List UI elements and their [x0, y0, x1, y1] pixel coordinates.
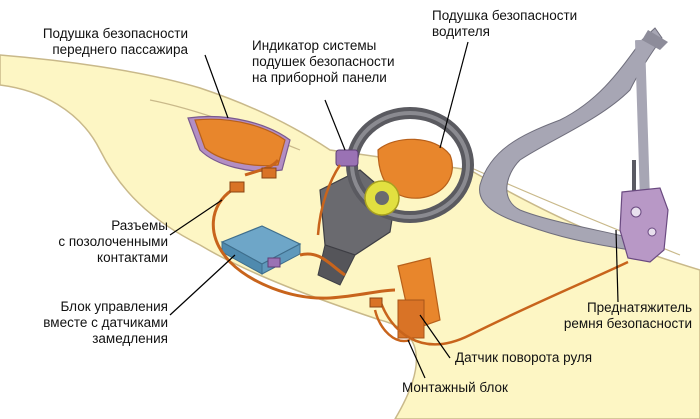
connector-2 [261, 167, 277, 179]
clock-spring-ring-hole [375, 191, 389, 205]
label-passenger-airbag-line-1: Подушка безопасности [42, 26, 188, 41]
label-control-unit-line-1: Блок управления [60, 299, 168, 314]
label-control-unit-line-2: вместе с датчиками [43, 315, 168, 330]
label-passenger-airbag: Подушка безопасности переднего пассажира [43, 26, 188, 58]
label-control-unit-line-3: замедления [92, 331, 168, 346]
passenger-airbag-module [194, 118, 286, 167]
pointer-driver-airbag [439, 41, 469, 149]
connector-3 [267, 257, 281, 268]
label-connectors-line-1: Разъемы [111, 218, 168, 233]
label-connectors-line-2: с позолоченными [58, 234, 168, 249]
pointer-indicator [324, 99, 346, 151]
seat-belt-buckle-top [642, 30, 668, 50]
connector-1 [229, 181, 245, 193]
label-driver-airbag: Подушка безопасности водителя [432, 8, 577, 40]
pointer-mounting-block [407, 339, 426, 379]
label-driver-airbag-line-2: водителя [432, 24, 490, 39]
pointer-pretensioner [615, 229, 619, 303]
label-control-unit: Блок управления вместе с датчиками замед… [43, 299, 168, 347]
label-pretensioner: Преднатяжитель ремня безопасности [564, 300, 692, 332]
label-steering-sensor-line-1: Датчик поворота руля [455, 350, 593, 365]
pretensioner-body [619, 187, 669, 263]
connector-4 [369, 297, 383, 308]
wire-to-column [299, 252, 346, 277]
steering-column-lower [317, 244, 356, 286]
label-pretensioner-line-1: Преднатяжитель [586, 300, 692, 315]
label-indicator: Индикатор системы подушек безопасности н… [252, 38, 395, 86]
indicator-lamp [335, 149, 359, 167]
pretensioner-bolt-2 [647, 227, 657, 237]
wire-to-pretensioner [378, 260, 629, 346]
label-indicator-line-3: на приборной панели [252, 70, 387, 85]
label-connectors-line-3: контактами [97, 250, 168, 265]
pointer-passenger-airbag [204, 54, 229, 119]
label-indicator-line-1: Индикатор системы [252, 38, 377, 53]
label-driver-airbag-line-1: Подушка безопасности [432, 8, 578, 23]
pretensioner-bolt [630, 206, 642, 218]
wire-to-indicator [316, 164, 342, 236]
label-passenger-airbag-line-2: переднего пассажира [52, 42, 188, 57]
pointer-steering-sensor [419, 314, 451, 359]
label-mounting-block: Монтажный блок [402, 380, 508, 396]
label-steering-sensor: Датчик поворота руля [455, 350, 592, 366]
label-mounting-block-line-1: Монтажный блок [402, 380, 508, 395]
wire-main [211, 188, 396, 300]
label-connectors: Разъемы с позолоченными контактами [58, 218, 168, 266]
pointer-lines [169, 41, 619, 379]
wire-to-block [373, 309, 411, 343]
label-indicator-line-2: подушек безопасности [252, 54, 395, 69]
seat-belt-upper [635, 39, 650, 201]
pointer-control-unit [169, 254, 236, 316]
pointer-connectors [169, 199, 223, 236]
label-pretensioner-line-2: ремня безопасности [563, 316, 692, 331]
